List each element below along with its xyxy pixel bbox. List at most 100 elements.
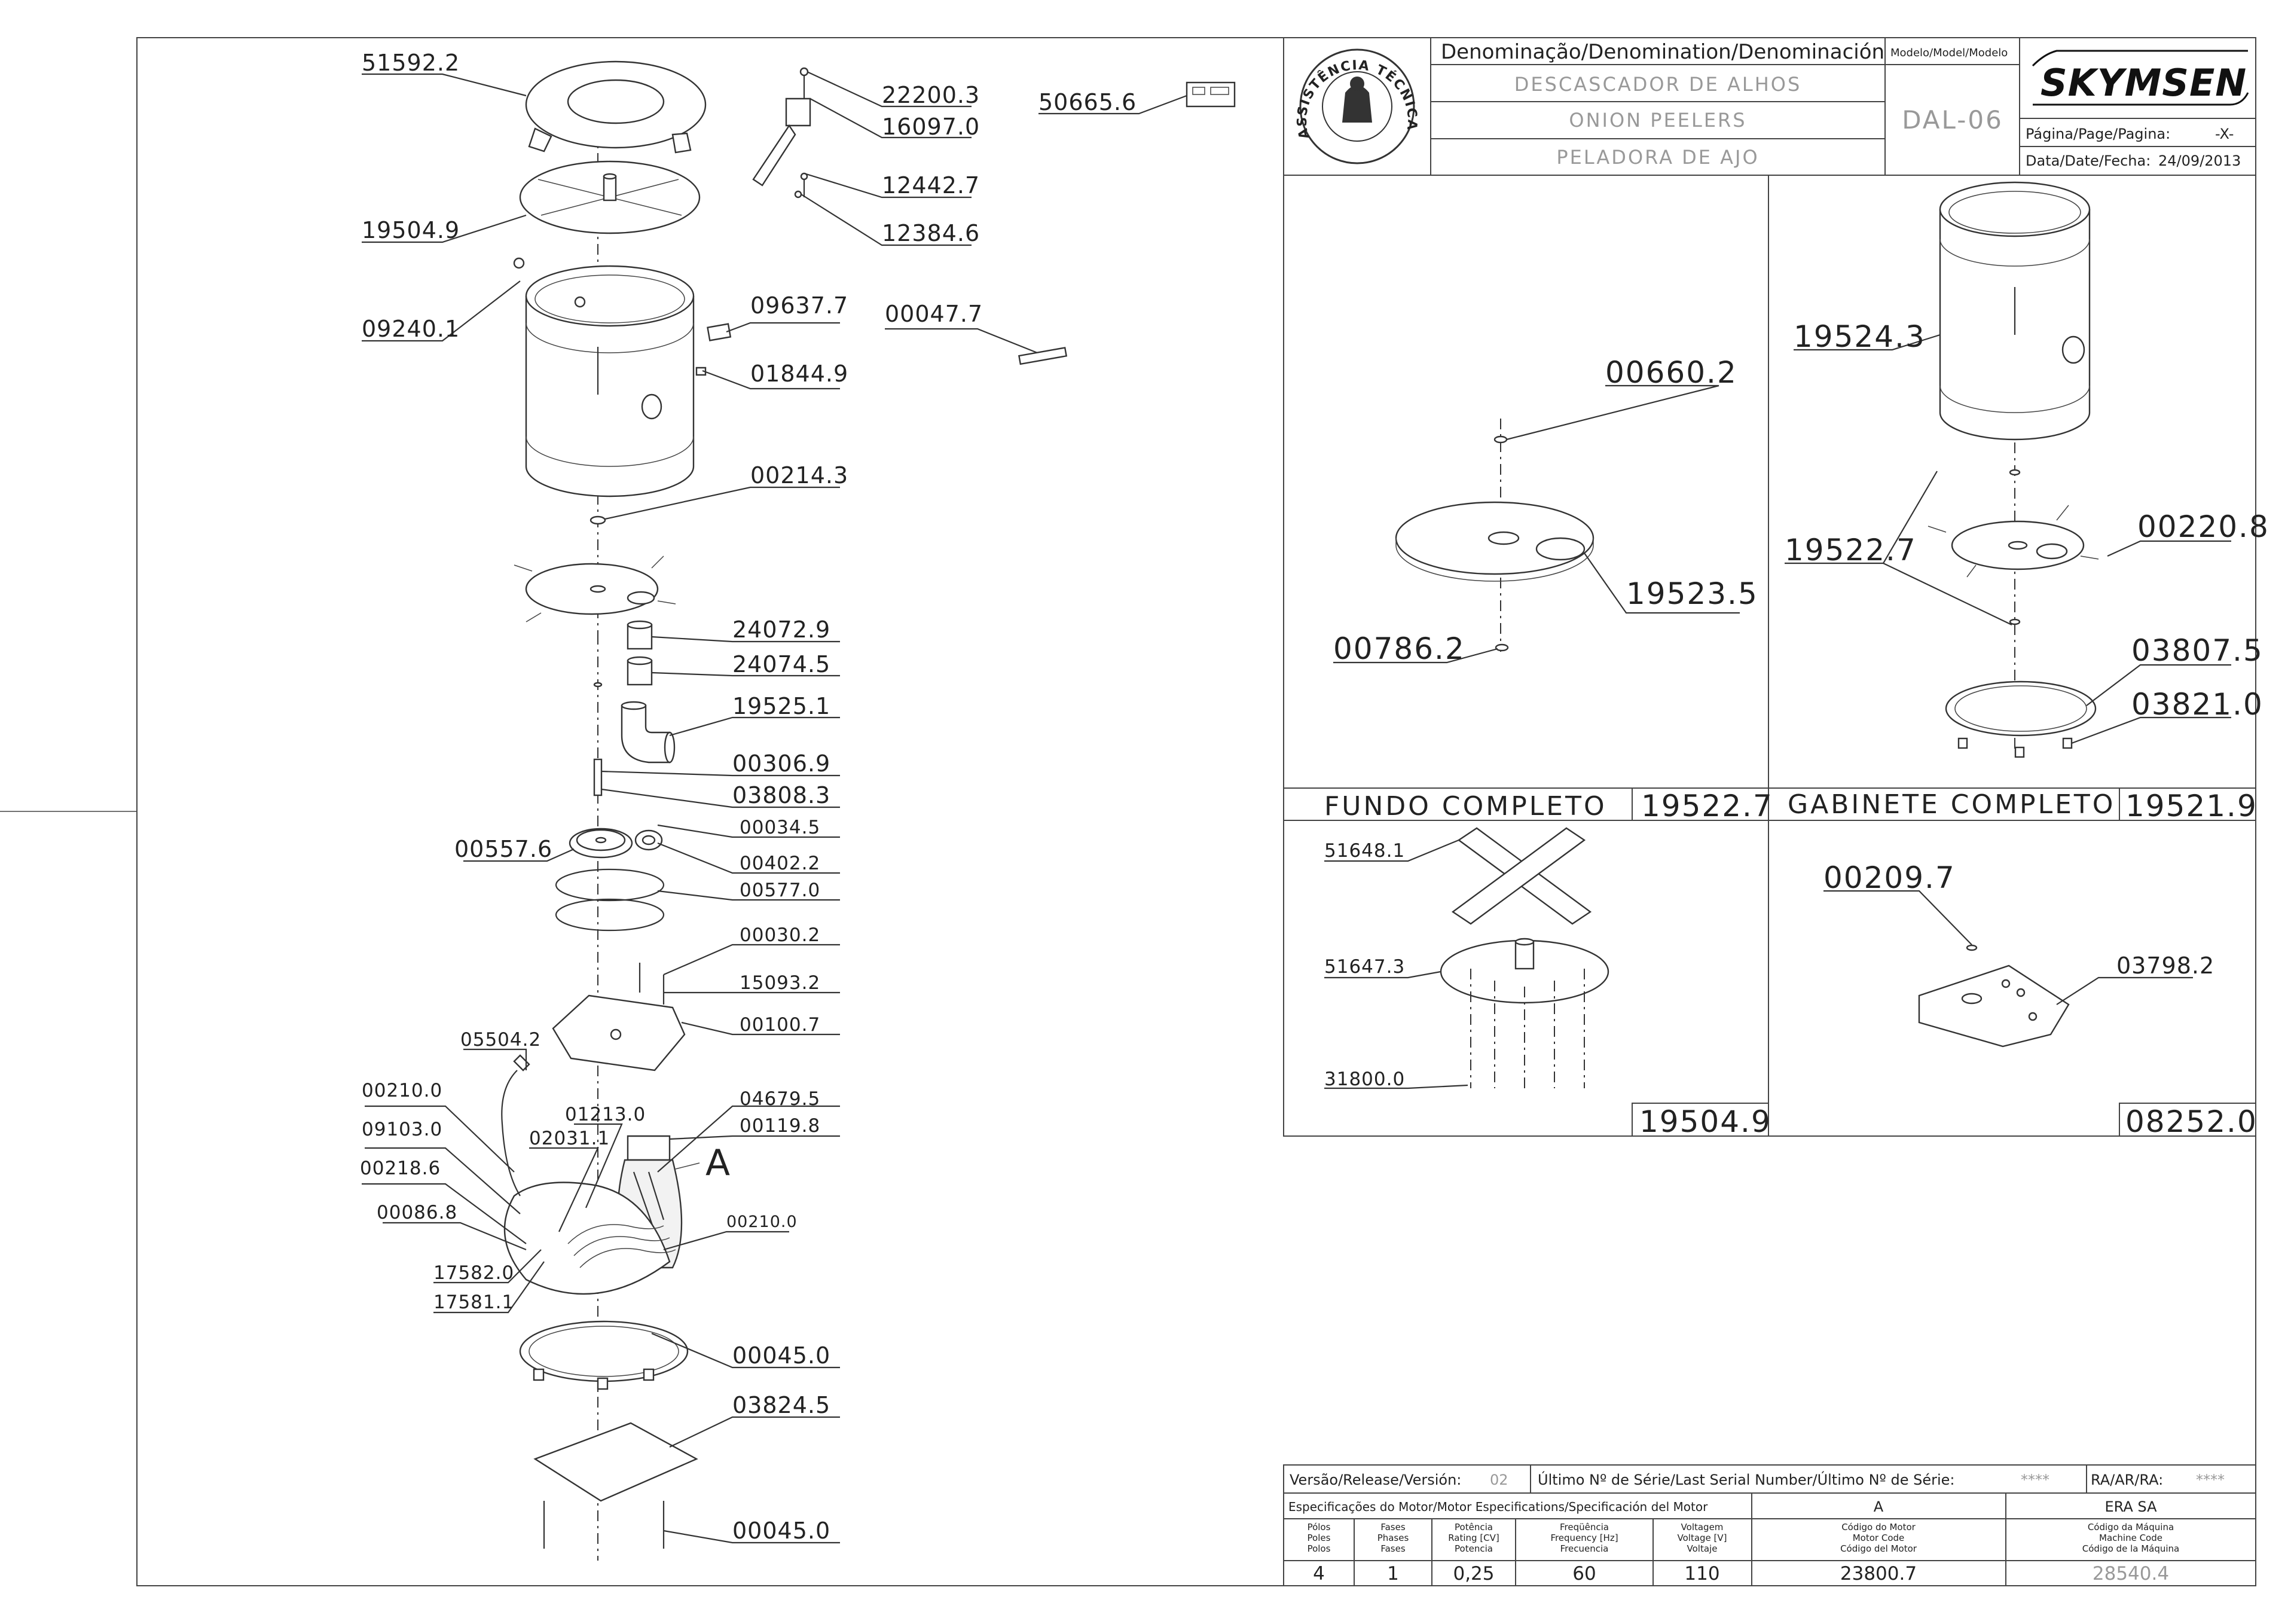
part-label: 00210.0 <box>726 1213 798 1231</box>
part-label: 00306.9 <box>732 750 830 777</box>
gabinete-completo-view: 19524.3 19522.7 00220.8 03807.5 03821.0 <box>1785 181 2269 758</box>
spec-header-l2: Machine Code <box>2099 1533 2162 1543</box>
spec-header-l2: Motor Code <box>1853 1533 1905 1543</box>
ra-label: RA/AR/RA: <box>2091 1472 2163 1488</box>
spec-header-l3: Frecuencia <box>1560 1543 1609 1554</box>
part-label: 00045.0 <box>732 1342 830 1369</box>
page-label: Página/Page/Pagina: <box>2026 126 2170 142</box>
spec-value: 1 <box>1387 1563 1399 1585</box>
spec-value: 23800.7 <box>1840 1563 1917 1585</box>
part-label: 01844.9 <box>750 361 848 387</box>
motor-spec-label: Especificações do Motor/Motor Especifica… <box>1288 1500 1708 1514</box>
spec-value: 110 <box>1684 1563 1719 1585</box>
serial-label: Último Nº de Série/Last Serial Number/Úl… <box>1538 1470 1954 1488</box>
spec-header-l3: Potencia <box>1455 1543 1493 1554</box>
section-code-cross: 19504.9 <box>1639 1104 1771 1139</box>
part-label: 02031.1 <box>529 1128 610 1149</box>
spec-value: 28540.4 <box>2093 1563 2169 1585</box>
part-label: 24072.9 <box>732 616 830 643</box>
part-label: 12384.6 <box>882 220 980 246</box>
part-label: 24074.5 <box>732 651 830 677</box>
spec-header-l1: Código do Motor <box>1841 1522 1916 1533</box>
motor-spec-columns: PólosPolesPolos4FasesPhasesFases1Potênci… <box>1308 1522 2180 1585</box>
denomination-label: Denominação/Denomination/Denominación <box>1441 40 1884 64</box>
part-label: 00119.8 <box>740 1115 820 1137</box>
denomination-en: ONION PEELERS <box>1569 109 1746 132</box>
version-value: 02 <box>1490 1472 1508 1488</box>
date-label: Data/Date/Fecha: <box>2026 152 2151 169</box>
spec-header-l1: Fases <box>1380 1522 1405 1533</box>
part-label: 17581.1 <box>433 1292 514 1313</box>
date-value: 24/09/2013 <box>2158 152 2241 169</box>
part-label: 01213.0 <box>565 1104 646 1125</box>
part-label: 00210.0 <box>362 1080 442 1101</box>
spec-header-l1: Potência <box>1455 1522 1493 1533</box>
section-title-fundo: FUNDO COMPLETO <box>1324 791 1607 822</box>
fundo-completo-view: 00660.2 19523.5 00786.2 <box>1333 355 1758 666</box>
main-part-labels: 51592.2 19504.9 09240.1 22200.3 16097.0 … <box>360 50 1137 1544</box>
part-label: 00086.8 <box>377 1202 457 1223</box>
part-label: 03824.5 <box>732 1392 830 1418</box>
motor-title-block: Versão/Release/Versión: 02 Último Nº de … <box>1283 1464 2256 1586</box>
part-label: 09240.1 <box>362 316 460 342</box>
part-label: 51647.3 <box>1324 956 1405 978</box>
part-label: 19523.5 <box>1626 576 1758 611</box>
part-label: 00030.2 <box>740 924 820 946</box>
ra-value: **** <box>2196 1472 2225 1488</box>
plate-assembly-view: 00209.7 03798.2 08252.0 <box>1823 860 2258 1139</box>
motor-marker: A <box>705 1142 730 1184</box>
section-title-gabinete: GABINETE COMPLETO <box>1788 789 2115 820</box>
spec-value: 60 <box>1572 1563 1596 1585</box>
exploded-view <box>501 60 1236 1561</box>
part-label: 00047.7 <box>885 301 983 327</box>
cross-assembly-view: 51648.1 51647.3 31800.0 19504.9 <box>1324 827 1771 1139</box>
brand-logo: SKYMSEN <box>2032 50 2249 106</box>
spec-header-l1: Freqüência <box>1560 1522 1609 1533</box>
model-label: Modelo/Model/Modelo <box>1890 47 2008 59</box>
subassembly-panels: 00660.2 19523.5 00786.2 <box>1283 175 2269 1139</box>
part-label: 50665.6 <box>1038 89 1137 115</box>
part-label: 03807.5 <box>2131 633 2264 668</box>
model-value: DAL-06 <box>1902 105 2003 135</box>
spec-header-l3: Fases <box>1380 1543 1405 1554</box>
serial-value: **** <box>2021 1472 2049 1488</box>
part-label: 19504.9 <box>362 217 460 243</box>
spec-value: 4 <box>1313 1563 1325 1585</box>
part-label: 00402.2 <box>740 853 820 874</box>
part-label: 00660.2 <box>1605 355 1737 390</box>
spec-header-l2: Frequency [Hz] <box>1550 1533 1618 1543</box>
part-label: 17582.0 <box>433 1262 514 1284</box>
spec-header-l3: Polos <box>1308 1543 1331 1554</box>
spec-header-l3: Código de la Máquina <box>2082 1543 2179 1554</box>
section-code-fundo: 19522.7 <box>1641 789 1773 823</box>
spec-header-l3: Código del Motor <box>1840 1543 1917 1554</box>
part-label: 00557.6 <box>454 836 552 862</box>
spec-value: 0,25 <box>1453 1563 1494 1585</box>
part-label: 03808.3 <box>732 782 830 808</box>
part-label: 03821.0 <box>2131 687 2264 722</box>
spec-header-l1: Pólos <box>1308 1522 1331 1533</box>
part-label: 19524.3 <box>1794 319 1926 354</box>
manufacturer: ERA SA <box>2104 1498 2157 1515</box>
part-label: 22200.3 <box>882 82 980 108</box>
part-label: 00577.0 <box>740 880 820 901</box>
main-leader-lines <box>362 71 1187 1544</box>
part-label: 09637.7 <box>750 292 848 319</box>
part-label: 51648.1 <box>1324 840 1405 862</box>
version-label: Versão/Release/Versión: <box>1290 1472 1461 1488</box>
part-label: 09103.0 <box>362 1119 442 1140</box>
part-label: 00218.6 <box>360 1158 441 1179</box>
section-code-plate: 08252.0 <box>2125 1104 2258 1139</box>
section-code-gabinete: 19521.9 <box>2125 789 2258 823</box>
part-label: 51592.2 <box>362 50 460 76</box>
denomination-pt: DESCASCADOR DE ALHOS <box>1514 73 1802 96</box>
denomination-es: PELADORA DE AJO <box>1556 146 1759 169</box>
part-label: 16097.0 <box>882 114 980 140</box>
part-label: 19525.1 <box>732 693 830 719</box>
brand-name: SKYMSEN <box>2041 61 2247 105</box>
spec-header-l1: Voltagem <box>1681 1522 1724 1533</box>
part-label: 00100.7 <box>740 1014 820 1036</box>
part-label: 00220.8 <box>2137 509 2269 544</box>
spec-header-l3: Voltaje <box>1687 1543 1718 1554</box>
